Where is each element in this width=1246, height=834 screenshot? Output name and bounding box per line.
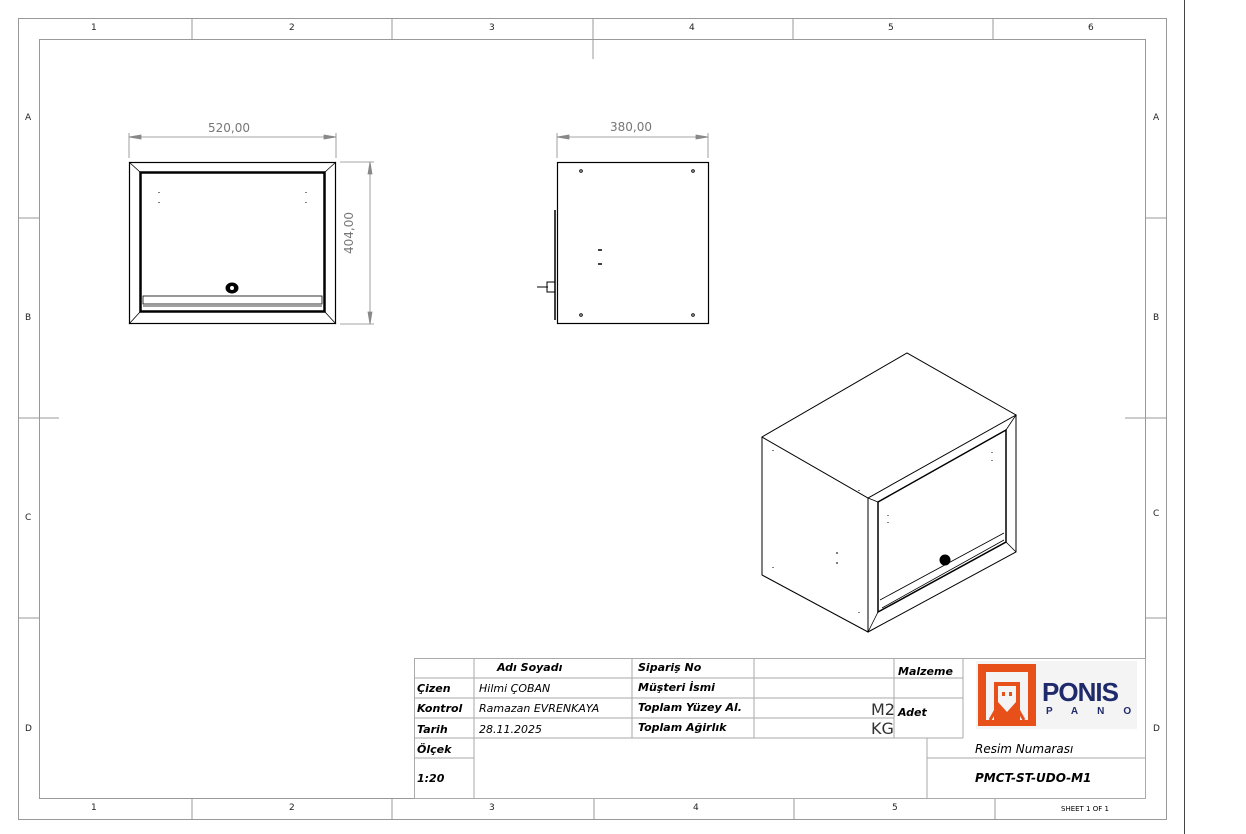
dimension-side-depth: 380,00 bbox=[610, 120, 652, 134]
zone-col-4: 4 bbox=[689, 23, 695, 33]
zone-row-b-right: B bbox=[1153, 313, 1160, 323]
zone-col-2: 2 bbox=[289, 23, 295, 33]
zone-col-5: 5 bbox=[888, 23, 894, 33]
zone-row-a: A bbox=[25, 113, 32, 123]
zone-col-3: 3 bbox=[489, 23, 495, 33]
order-label: Sipariş No bbox=[638, 661, 702, 674]
customer-label: Müşteri İsmi bbox=[638, 681, 715, 694]
surface-label: Toplam Yüzey Al. bbox=[638, 701, 742, 714]
zone-row-c-right: C bbox=[1153, 509, 1160, 519]
dimension-front-width: 520,00 bbox=[208, 121, 250, 135]
zone-col-6: 6 bbox=[1088, 23, 1094, 33]
scale-value: 1:20 bbox=[417, 772, 445, 785]
drawing-number-value: PMCT-ST-UDO-M1 bbox=[975, 771, 1092, 785]
quantity-label: Adet bbox=[898, 706, 927, 719]
zone-row-a-right: A bbox=[1153, 113, 1160, 123]
zone-col-1: 1 bbox=[91, 23, 97, 33]
weight-label: Toplam Ağirlık bbox=[638, 721, 727, 734]
logo-name: PONIS bbox=[1042, 677, 1119, 707]
zone-col-3-bottom: 3 bbox=[489, 803, 495, 813]
zone-col-5-bottom: 5 bbox=[892, 803, 898, 813]
zone-row-b: B bbox=[25, 313, 32, 323]
front-view bbox=[128, 161, 337, 325]
zone-row-d-right: D bbox=[1153, 724, 1160, 734]
surface-unit: M2 bbox=[871, 700, 895, 719]
dimension-front-height: 404,00 bbox=[342, 212, 356, 254]
drawing-number-label: Resim Numarası bbox=[975, 742, 1074, 756]
side-dimensions bbox=[556, 133, 709, 158]
drawn-value: Hilmi ÇOBAN bbox=[479, 682, 551, 695]
title-block-grid bbox=[414, 658, 1146, 799]
zone-col-1-bottom: 1 bbox=[91, 803, 97, 813]
side-view bbox=[537, 161, 710, 325]
date-value: 28.11.2025 bbox=[479, 723, 542, 736]
zone-col-4-bottom: 4 bbox=[693, 803, 699, 813]
front-dimensions bbox=[128, 133, 374, 325]
name-header: Adı Soyadı bbox=[497, 661, 563, 674]
lion-logo-icon bbox=[978, 664, 1036, 726]
material-label: Malzeme bbox=[898, 665, 953, 678]
check-value: Ramazan EVRENKAYA bbox=[479, 702, 600, 715]
scale-label: Ölçek bbox=[417, 743, 452, 756]
check-label: Kontrol bbox=[417, 702, 463, 715]
drawn-label: Çizen bbox=[417, 682, 451, 695]
zone-row-d: D bbox=[25, 724, 32, 734]
zone-row-c: C bbox=[25, 513, 32, 523]
isometric-view bbox=[761, 352, 1018, 633]
logo-sub: PANO bbox=[1046, 706, 1151, 717]
zone-col-2-bottom: 2 bbox=[289, 803, 295, 813]
date-label: Tarih bbox=[417, 723, 448, 736]
company-logo: PONIS PANO bbox=[976, 661, 1137, 729]
weight-unit: KG bbox=[871, 719, 894, 738]
sheet-number: SHEET 1 OF 1 bbox=[1061, 805, 1109, 813]
